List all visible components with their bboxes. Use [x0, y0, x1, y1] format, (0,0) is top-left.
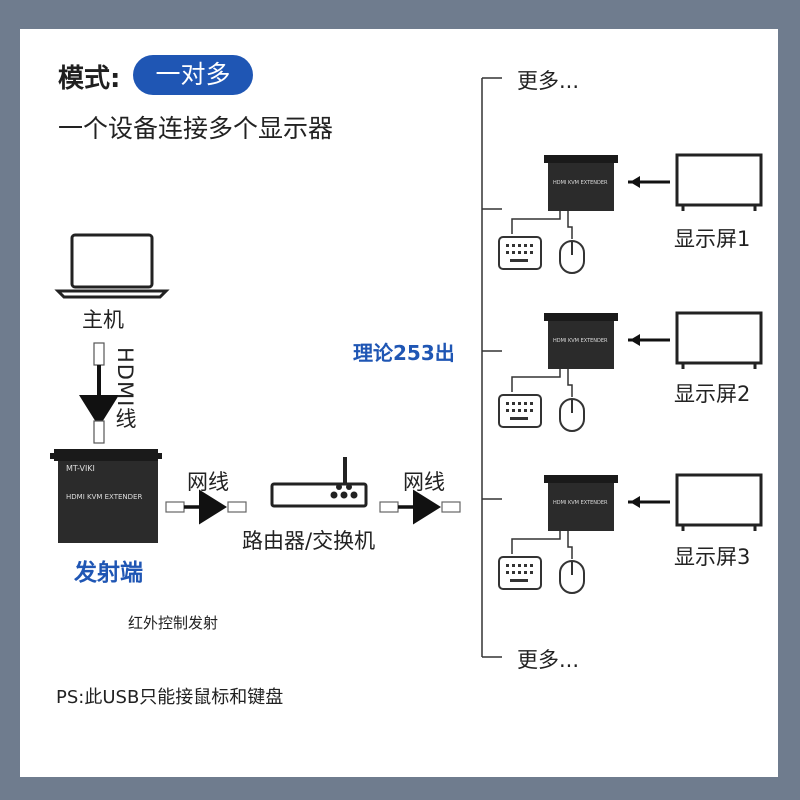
- footer-note: PS:此USB只能接鼠标和键盘: [56, 687, 284, 708]
- diagram-panel: MT-VIKI HDMI KVM EXTENDER: [20, 29, 778, 777]
- subtitle: 一个设备连接多个显示器: [58, 114, 334, 143]
- router-icon: [270, 457, 368, 508]
- mode-badge: 一对多: [133, 55, 253, 95]
- laptop-icon: [54, 233, 170, 299]
- more-top-label: 更多...: [517, 69, 580, 93]
- router-label: 路由器/交换机: [242, 529, 376, 553]
- network-cable-left-label: 网线: [187, 470, 229, 494]
- svg-text:HDMI KVM EXTENDER: HDMI KVM EXTENDER: [553, 338, 608, 344]
- hdmi-cable-icon: [79, 342, 119, 444]
- receiver-unit-2: HDMI KVM EXTENDER: [498, 311, 763, 432]
- svg-text:HDMI KVM EXTENDER: HDMI KVM EXTENDER: [553, 500, 608, 506]
- diagram-artwork: MT-VIKI HDMI KVM EXTENDER: [50, 77, 763, 658]
- ir-control-label: 红外控制发射: [128, 614, 219, 632]
- distribution-bus: [481, 77, 502, 658]
- screen-2-label: 显示屏2: [674, 382, 751, 406]
- receiver-unit-3: HDMI KVM EXTENDER: [498, 473, 763, 594]
- host-label: 主机: [82, 308, 124, 332]
- transmitter-model: HDMI KVM EXTENDER: [66, 493, 142, 501]
- hdmi-cable-label: HDMI线: [113, 347, 137, 430]
- network-cable-right-label: 网线: [403, 470, 445, 494]
- svg-text:HDMI KVM EXTENDER: HDMI KVM EXTENDER: [553, 180, 608, 186]
- screen-1-label: 显示屏1: [674, 227, 751, 251]
- transmitter-brand: MT-VIKI: [66, 464, 95, 473]
- transmitter-device: MT-VIKI HDMI KVM EXTENDER: [50, 449, 162, 543]
- theory-output-label: 理论253出: [353, 341, 455, 365]
- mode-label: 模式:: [58, 64, 121, 94]
- screen-3-label: 显示屏3: [674, 545, 751, 569]
- network-cable-right: [379, 489, 461, 525]
- network-cable-left: [165, 489, 247, 525]
- receiver-unit-1: HDMI KVM EXTENDER: [498, 153, 763, 274]
- transmitter-label: 发射端: [74, 560, 143, 586]
- more-bottom-label: 更多...: [517, 648, 580, 672]
